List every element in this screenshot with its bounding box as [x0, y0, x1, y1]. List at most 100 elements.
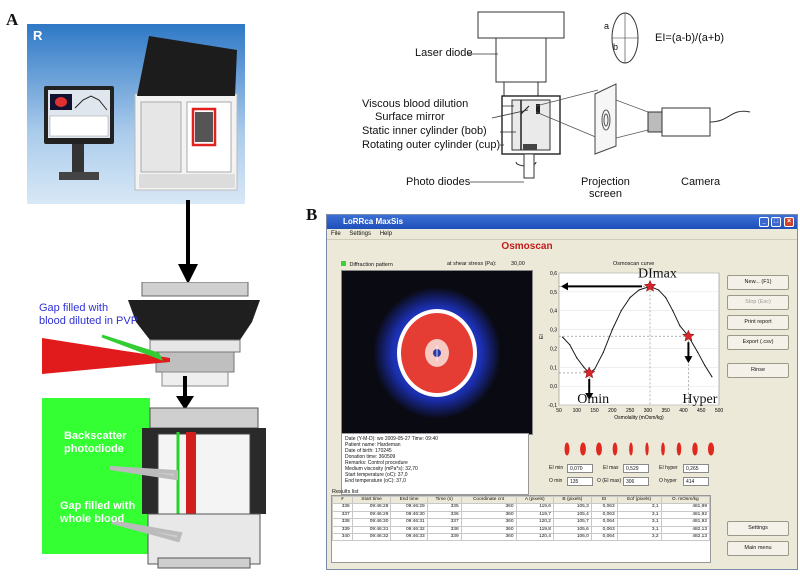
y-axis-label: EI [539, 334, 545, 339]
ellipse-b-label: b [613, 42, 619, 52]
table-cell: 105,6 [552, 525, 592, 535]
info-line: Patient name: Hardeman [345, 442, 401, 448]
diffraction-ellipse-icon [612, 442, 618, 456]
table-cell: 09:46:30 [390, 510, 428, 520]
camera-label: Camera [681, 176, 721, 188]
x-tick-label: 50 [556, 408, 562, 414]
data-point [576, 357, 578, 359]
rinse-button[interactable]: Rinse [727, 363, 789, 378]
table-cell: 339 [332, 525, 353, 535]
export-button[interactable]: Export (.csv) [727, 335, 789, 350]
annotation-arrowhead [561, 282, 568, 291]
print-report-button[interactable]: Print report [727, 315, 789, 330]
whole-blood-gap-label-line1: Gap filled with [60, 500, 136, 512]
backscatter-label: Backscatter photodiode [64, 430, 126, 456]
new-button[interactable]: New... (F1) [727, 275, 789, 290]
info-line: End temperature (oC): 37,0 [345, 478, 406, 484]
instrument-drawing: R [33, 28, 238, 191]
diffraction-ellipse-icon [564, 442, 570, 456]
y-tick-label: 0,2 [550, 346, 557, 352]
diffraction-ellipse-icon [676, 442, 682, 456]
close-button[interactable]: × [784, 217, 794, 227]
diffraction-pattern-image [341, 270, 533, 435]
data-point [569, 344, 571, 346]
column-header: # [332, 495, 353, 505]
ei-formula: EI=(a-b)/(a+b) [655, 32, 725, 44]
table-cell: 339 [426, 533, 462, 542]
window-title: LoRRca MaxSis [343, 217, 404, 226]
table-cell: 105,3 [552, 503, 592, 512]
table-cell: 481,99 [660, 503, 711, 512]
table-cell: 360 [460, 510, 517, 520]
projection-screen-label: Projection screen [581, 176, 630, 200]
diffraction-ellipse-icon [692, 442, 698, 456]
x-tick-label: 500 [715, 408, 724, 414]
star-marker [582, 366, 596, 379]
shear-label: at shear stress (Pa): [447, 261, 497, 267]
column-header: End time [390, 495, 428, 505]
y-tick-label: 0,5 [550, 290, 557, 296]
data-point [620, 310, 622, 312]
whole-blood-gap-label: Gap filled with whole blood [60, 500, 135, 526]
diffraction-label: Diffraction pattern [349, 262, 393, 268]
highlight-box [191, 107, 217, 147]
data-point [611, 328, 613, 331]
table-cell: 09:46:31 [390, 518, 428, 527]
table-cell: 360 [460, 518, 517, 527]
main-menu-button[interactable]: Main menu [727, 541, 789, 556]
pvp-gap-label-line1: Gap filled with [39, 302, 109, 314]
table-cell: 105,7 [552, 518, 592, 527]
table-cell: 09:46:29 [390, 503, 428, 512]
logo-mark: R [33, 28, 43, 43]
o-ei-max-label: O (EI max) [597, 478, 622, 484]
menu-settings[interactable]: Settings [349, 231, 372, 237]
table-cell: 337 [426, 518, 462, 527]
data-point [638, 289, 640, 291]
data-point [657, 289, 660, 291]
info-line: Medium viscosity (mPa*s): 32,70 [345, 466, 418, 472]
x-tick-label: 400 [679, 408, 688, 414]
table-cell: 09:46:32 [390, 525, 428, 535]
x-tick-label: 200 [608, 408, 617, 414]
diffraction-ellipse-icon [580, 442, 586, 456]
menu-bar: File Settings Help [327, 229, 797, 240]
settings-button[interactable]: Settings [727, 521, 789, 536]
table-cell: 481,92 [660, 510, 711, 520]
stop-button[interactable]: Stop (Esc) [727, 295, 789, 310]
table-cell: 481,92 [660, 518, 711, 527]
laser-diode-label: Laser diode [415, 47, 473, 59]
annotation-arrowhead [684, 356, 693, 364]
table-cell: 106,0 [552, 533, 592, 542]
menu-file[interactable]: File [331, 231, 341, 237]
ellipse-strip [564, 442, 715, 456]
whole-blood-gap-label-line2: whole blood [60, 513, 125, 525]
table-cell: 0,064 [590, 518, 618, 527]
o-hyper-field: 414 [683, 477, 709, 486]
backscatter-label-line1: Backscatter [64, 430, 127, 442]
data-point [602, 351, 605, 353]
annotation-label: Omin [577, 392, 609, 407]
diffraction-ellipse-icon [661, 442, 665, 456]
table-cell: 120,4 [515, 533, 554, 542]
cell-drawing [42, 281, 266, 569]
table-cell: 482,13 [660, 533, 711, 542]
data-point [711, 376, 713, 378]
star-marker [682, 329, 695, 342]
y-tick-label: 0,1 [550, 365, 557, 371]
data-point [672, 310, 674, 312]
ei-min-label: EI min [549, 465, 564, 471]
ei-hyper-field: 0,265 [683, 464, 709, 473]
table-cell: 09:46:28 [351, 503, 392, 512]
minimize-button[interactable]: _ [759, 217, 769, 227]
diffraction-ellipse-icon [645, 442, 649, 456]
y-tick-label: 0,3 [550, 328, 557, 334]
maximize-button[interactable]: □ [771, 217, 781, 227]
diffraction-ellipse-icon [596, 442, 602, 456]
menu-help[interactable]: Help [379, 231, 393, 237]
o-hyper-label: O hyper [659, 478, 677, 484]
